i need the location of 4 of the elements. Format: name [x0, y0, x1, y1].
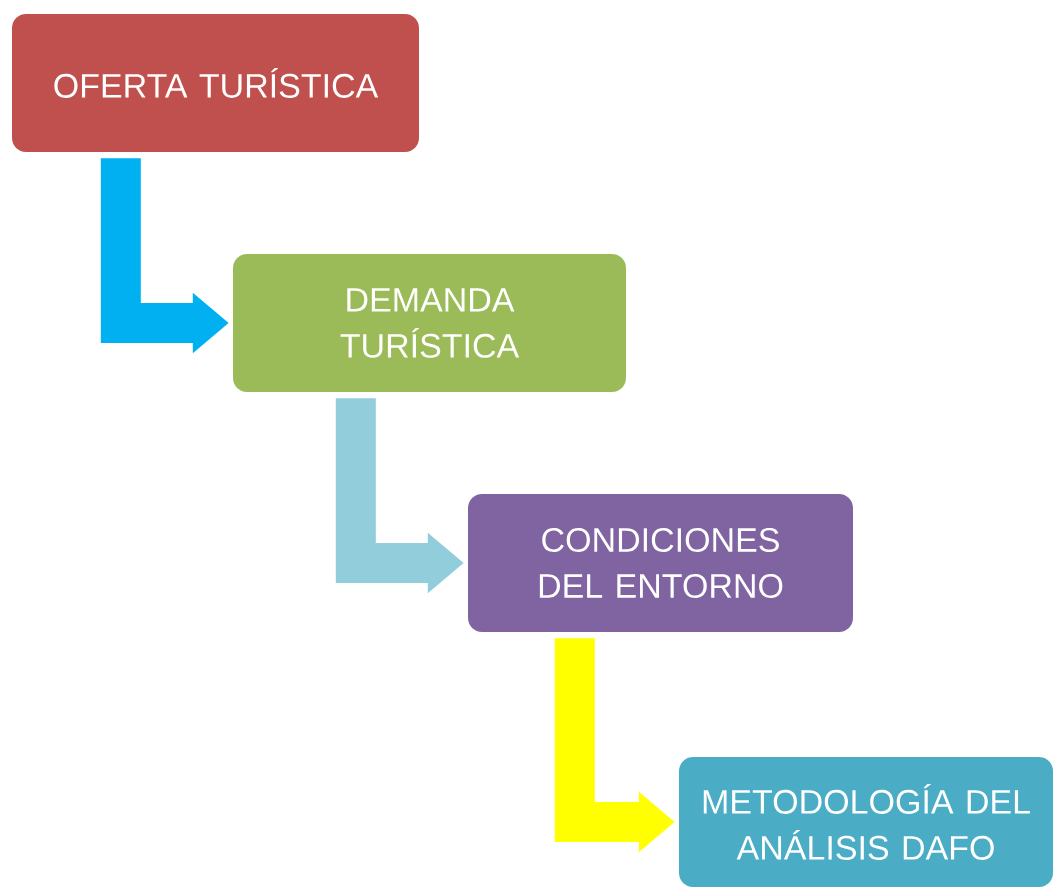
process-box: OFERTA TURÍSTICA [12, 14, 419, 152]
process-box: CONDICIONES DEL ENTORNO [468, 494, 853, 632]
process-box: DEMANDA TURÍSTICA [233, 254, 626, 392]
process-box: METODOLOGÍA DEL ANÁLISIS DAFO [679, 757, 1053, 887]
